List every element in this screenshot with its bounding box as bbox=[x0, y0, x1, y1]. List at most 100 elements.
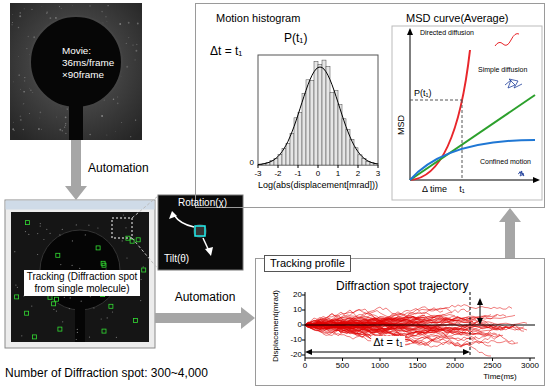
noise-dot bbox=[122, 240, 123, 241]
noise-dot bbox=[37, 233, 38, 234]
trajectory-chart-part bbox=[305, 324, 535, 325]
tracking-screenshot-part bbox=[132, 238, 158, 269]
axis-tick bbox=[302, 340, 305, 341]
movie-image bbox=[10, 3, 142, 140]
tilt-label: Tilt(θ) bbox=[164, 253, 189, 265]
trajectory-line bbox=[305, 323, 515, 344]
noise-dot bbox=[132, 44, 133, 45]
noise-dot bbox=[85, 234, 86, 235]
noise-dot bbox=[76, 339, 77, 340]
histogram-bar bbox=[306, 80, 310, 165]
noise-dot bbox=[62, 130, 64, 132]
noise-dot bbox=[126, 257, 127, 258]
noise-dot bbox=[126, 43, 127, 44]
axis-tick bbox=[342, 358, 343, 361]
msd-chart-part bbox=[495, 34, 519, 46]
noise-dot bbox=[12, 22, 13, 23]
noise-dot bbox=[23, 129, 24, 130]
fit-curve bbox=[258, 67, 378, 165]
movie-frame: Movie: 36ms/frame ×90frame bbox=[10, 3, 142, 140]
trajectory-chart-part bbox=[463, 349, 470, 355]
tick-label: 1500 bbox=[409, 361, 427, 370]
noise-dot bbox=[41, 128, 43, 130]
tick-label: 2000 bbox=[446, 361, 464, 370]
trajectory-chart-part bbox=[477, 318, 483, 325]
axis-tick bbox=[305, 358, 306, 361]
axis-tick bbox=[338, 165, 339, 168]
noise-dot bbox=[13, 121, 15, 123]
noise-dot bbox=[20, 115, 22, 117]
msd-chart-part bbox=[533, 177, 540, 183]
noise-dot bbox=[24, 77, 25, 78]
movie-caption: Movie: 36ms/frame ×90frame bbox=[62, 45, 142, 81]
tick-label: -1 bbox=[294, 169, 301, 178]
noise-dot bbox=[60, 7, 62, 9]
noise-dot bbox=[65, 133, 66, 134]
flow-arrow bbox=[65, 140, 87, 200]
zoom-inset-part bbox=[158, 195, 243, 270]
axis-title: MSD bbox=[396, 115, 406, 135]
tracked-spot bbox=[109, 304, 113, 308]
trajectory-chart-part bbox=[470, 292, 471, 357]
msd-chart-part bbox=[410, 34, 411, 180]
noise-dot bbox=[15, 285, 16, 286]
tracking-screenshot-part bbox=[5, 200, 155, 348]
interval-label: Δt = t₁ bbox=[210, 45, 242, 59]
noise-dot bbox=[116, 337, 117, 338]
noise-dot bbox=[89, 337, 90, 338]
noise-dot bbox=[20, 119, 22, 121]
noise-dot bbox=[28, 234, 29, 235]
tick-label: -20 bbox=[290, 350, 302, 359]
axis-title: Log(abs(displacement[mrad])) bbox=[258, 180, 378, 190]
noise-dot bbox=[14, 130, 15, 131]
noise-dot bbox=[90, 296, 91, 297]
tracked-spot bbox=[25, 311, 29, 315]
movie-image-part bbox=[69, 100, 83, 140]
noise-dot bbox=[43, 239, 44, 240]
movie-image-part bbox=[10, 3, 142, 140]
tick-label: -3 bbox=[254, 169, 261, 178]
noise-dot bbox=[62, 321, 63, 322]
window-caption: Tracking (Diffraction spot from single m… bbox=[24, 270, 140, 296]
noise-dot bbox=[23, 103, 24, 104]
histogram-bar bbox=[286, 143, 290, 165]
msd-chart bbox=[392, 26, 542, 200]
trajectory-line bbox=[305, 325, 455, 332]
noise-dot bbox=[79, 268, 80, 269]
tracking-screenshot-part bbox=[112, 218, 132, 238]
trajectory-chart-part bbox=[477, 298, 483, 305]
tracking-screenshot-part bbox=[14, 214, 146, 340]
noise-dot bbox=[143, 266, 144, 267]
tracking-screenshot-part bbox=[11, 212, 149, 342]
noise-dot bbox=[19, 88, 21, 90]
axis-tick bbox=[530, 358, 531, 361]
tracked-spot bbox=[25, 221, 29, 225]
edge-label: Automation bbox=[88, 162, 149, 176]
noise-dot bbox=[70, 297, 71, 298]
axis-title: t₁ bbox=[459, 184, 465, 194]
noise-dot bbox=[117, 96, 119, 98]
noise-dot bbox=[23, 91, 25, 93]
noise-dot bbox=[64, 126, 66, 128]
noise-dot bbox=[121, 121, 123, 123]
tracked-spot bbox=[32, 335, 36, 339]
msd-chart-part bbox=[410, 140, 535, 180]
axis-tick bbox=[302, 325, 305, 326]
noise-dot bbox=[24, 8, 25, 9]
msd-chart-part bbox=[392, 26, 542, 200]
noise-dot bbox=[40, 226, 41, 227]
noise-dot bbox=[105, 16, 107, 18]
tick-label: 500 bbox=[336, 361, 349, 370]
noise-dot bbox=[107, 5, 108, 6]
trajectory-chart-part bbox=[305, 349, 312, 355]
trajectory-chart-part bbox=[302, 295, 530, 361]
noise-dot bbox=[81, 301, 82, 302]
noise-dot bbox=[119, 23, 121, 25]
noise-dot bbox=[134, 59, 135, 60]
noise-dot bbox=[97, 227, 98, 228]
trajectory-chart bbox=[302, 292, 535, 361]
axis-tick bbox=[302, 355, 305, 356]
noise-dot bbox=[77, 329, 78, 330]
noise-dot bbox=[135, 119, 136, 120]
tick-label: 2 bbox=[356, 169, 360, 178]
